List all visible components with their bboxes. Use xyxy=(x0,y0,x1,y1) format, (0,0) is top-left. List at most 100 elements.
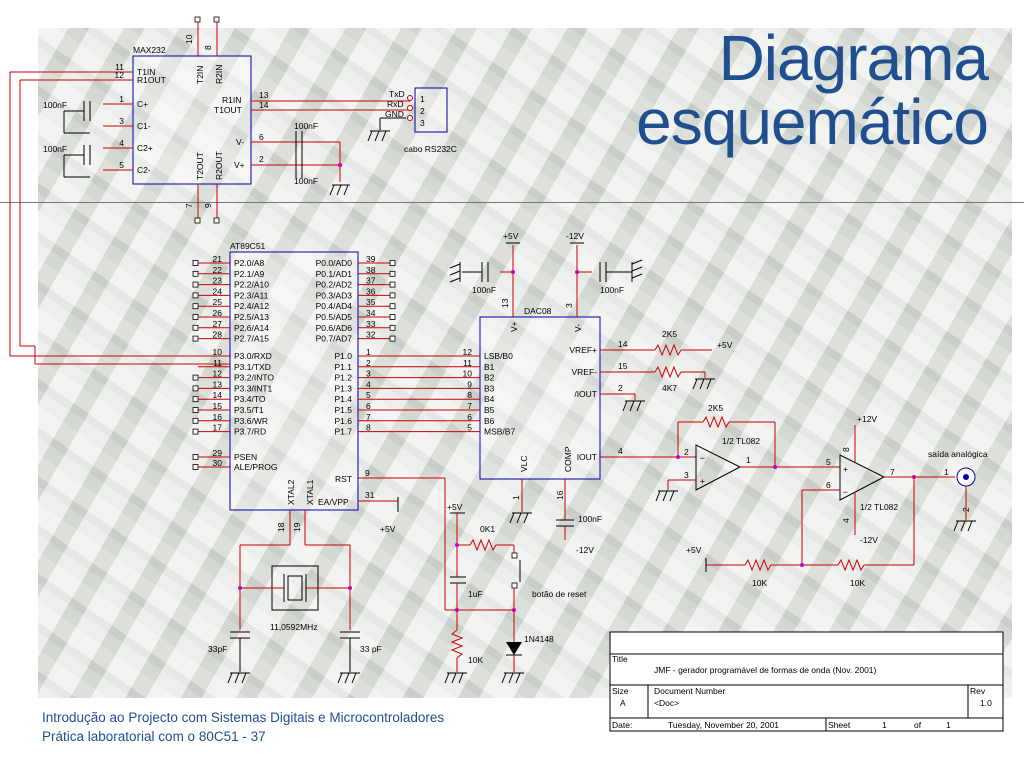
mcu-p1-label: P1.5 xyxy=(335,405,353,415)
mcu-p0-label: P0.7/AD7 xyxy=(316,334,353,344)
dac-name: DAC08 xyxy=(524,306,552,316)
mcu-p3-pin: 12 xyxy=(213,369,223,379)
tb-sheet: 1 xyxy=(882,720,887,730)
max232-right-label-vplus: V+ xyxy=(234,160,245,170)
mcu-ctl-pin: 29 xyxy=(213,448,223,458)
dac-in-pin: 5 xyxy=(467,423,472,433)
max232-left-pin: 11 xyxy=(115,62,124,72)
dac-comp-label: COMP xyxy=(563,446,573,472)
mcu-xtal2-label: XTAL2 xyxy=(286,479,296,505)
tb-sheet-label: Sheet xyxy=(828,720,851,730)
max232-left-label: C1- xyxy=(137,121,151,131)
max232-left-pin: 5 xyxy=(119,160,124,170)
dac-comp-pin: 16 xyxy=(555,490,565,500)
max232-cap-c2: 100nF xyxy=(43,144,67,154)
dac-in-label: B4 xyxy=(484,394,495,404)
mcu-p1-pin: 1 xyxy=(366,347,371,357)
dac-right-pin: 4 xyxy=(618,446,623,456)
dac-res-4k7: 4K7 xyxy=(662,383,677,393)
mcu-p0-pin: 35 xyxy=(366,297,376,307)
op2-label: 1/2 TL082 xyxy=(860,502,898,512)
max232-right-pin-2: 2 xyxy=(259,154,264,164)
tb-date: Tuesday, November 20, 2001 xyxy=(668,720,779,730)
mcu-ea-label: EA/VPP xyxy=(318,497,349,507)
res-0k1: 0K1 xyxy=(480,524,495,534)
analog-output-connector: 1 2 saída analógica xyxy=(928,449,988,532)
mcu-p3-pin: 14 xyxy=(213,390,223,400)
mcu-p2-label: P2.5/A13 xyxy=(234,312,269,322)
footer-line-1: Introdução ao Projecto com Sistemas Digi… xyxy=(42,710,445,725)
max232-right-label-r1in: R1IN xyxy=(222,95,241,105)
op2-pin-4: 4 xyxy=(841,518,851,523)
max232-cap-vminus: 100nF xyxy=(294,121,318,131)
mcu-p0-pin: 32 xyxy=(366,330,376,340)
mcu-p0-pin: 33 xyxy=(366,319,376,329)
mcu-p2-label: P2.2/A10 xyxy=(234,280,269,290)
mcu-p2-label: P2.6/A14 xyxy=(234,323,269,333)
mcu-p3-label: P3.5/T1 xyxy=(234,405,264,415)
dac-vminus-pin: 3 xyxy=(564,303,574,308)
max232-right-pin-14: 14 xyxy=(259,100,269,110)
mcu-p3-pin: 16 xyxy=(213,412,223,422)
rs232-connector: TxD RxD GND 1 2 3 cabo RS232C xyxy=(367,87,457,154)
res-10k-reset: 10K xyxy=(468,655,483,665)
max232-left-label: R1OUT xyxy=(137,75,166,85)
mcu-p1-label: P1.4 xyxy=(335,394,353,404)
mcu-p1-pin: 5 xyxy=(366,390,371,400)
mcu-p3-label: P3.2/INTO xyxy=(234,373,274,383)
crystal-circuit: 11,0592MHz 33pF 33 pF xyxy=(208,544,382,684)
dac-vlc-label: VLC xyxy=(519,455,529,472)
cap-33pf-b: 33 pF xyxy=(360,644,382,654)
svg-text:+: + xyxy=(843,464,848,474)
dac-in-pin: 10 xyxy=(463,369,473,379)
dac-vref-supply: +5V xyxy=(717,340,733,350)
mcu-p1-pin: 3 xyxy=(366,369,371,379)
footer-line-2: Prática laboratorial com o 80C51 - 37 xyxy=(42,729,266,744)
tb-rev: 1.0 xyxy=(980,698,992,708)
max232-left-label: C2+ xyxy=(137,143,153,153)
dac-right-label: VREF- xyxy=(572,367,598,377)
mcu-p2-label: P2.0/A8 xyxy=(234,258,265,268)
tb-docnum: <Doc> xyxy=(654,698,679,708)
dac-cap-1: 100nF xyxy=(472,285,496,295)
mcu-p0-pin: 39 xyxy=(366,254,376,264)
svg-text:−: − xyxy=(700,453,705,463)
mcu-p2-pin: 24 xyxy=(213,286,223,296)
max232-left-pin: 12 xyxy=(115,70,125,80)
dac-in-pin: 7 xyxy=(467,401,472,411)
dac-vminus-supply: -12V xyxy=(566,231,584,241)
tb-date-label: Date: xyxy=(612,720,632,730)
mcu-p1-label: P1.1 xyxy=(335,362,353,372)
dac-comp-cap: 100nF xyxy=(578,514,602,524)
mcu-ctl-label: ALE/PROG xyxy=(234,462,277,472)
mcu-xtal-pin-18: 18 xyxy=(276,522,286,532)
mcu-p0-label: P0.4/AD4 xyxy=(316,301,353,311)
slide-title: Diagrama esquemático xyxy=(636,26,989,154)
mcu-p1-label: P1.3 xyxy=(335,383,353,393)
dac-right-label: IOUT xyxy=(577,452,597,462)
op1-pin-3: 3 xyxy=(684,470,689,480)
mcu-p2-pin: 26 xyxy=(213,308,223,318)
cap-33pf-a: 33pF xyxy=(208,644,227,654)
mcu-p3-pin: 15 xyxy=(213,401,223,411)
mcu-p1-pin: 4 xyxy=(366,379,371,389)
max232-top-pin-2: 8 xyxy=(203,45,213,50)
mcu-p3-label: P3.3/INT1 xyxy=(234,383,273,393)
rs232-label: cabo RS232C xyxy=(404,144,457,154)
mcu-p2-pin: 27 xyxy=(213,319,223,329)
reset-button-label: botão de reset xyxy=(532,589,587,599)
dac-right-pin: 2 xyxy=(618,383,623,393)
title-block: Title JMF - gerador programável de forma… xyxy=(609,631,1004,732)
mcu-p2-pin: 22 xyxy=(213,265,223,275)
dac-vplus-label: V+ xyxy=(509,321,519,332)
tb-of-label: of xyxy=(914,720,922,730)
dac-vplus-pin: 13 xyxy=(500,298,510,308)
mcu-p3-label: P3.1/TXD xyxy=(234,362,271,372)
mcu-p1-pin: 8 xyxy=(366,423,371,433)
max232-left-label: C2- xyxy=(137,165,151,175)
cap-1uf: 1uF xyxy=(468,589,483,599)
mcu-p1-label: P1.7 xyxy=(335,427,353,437)
